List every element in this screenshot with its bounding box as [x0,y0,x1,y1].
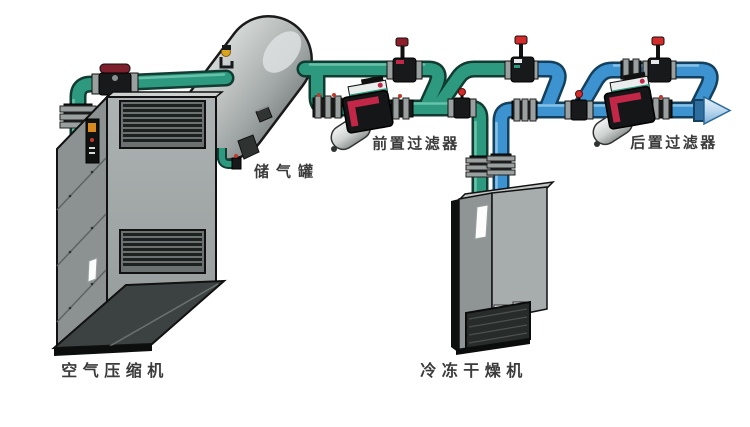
panel-rivets [68,170,94,310]
tank-fittings [217,45,273,170]
coupling-prefilter-right [390,94,414,120]
coupling-postfilter-right [650,95,673,120]
coupling-blue-rise [486,153,516,176]
tank-port-fitting [255,105,273,123]
dot-valve-blue [564,90,594,121]
louver-vent-bottom [119,229,206,274]
label-refrigerated-dryer: 冷冻干燥机 [420,363,528,380]
stem-valve-blue [642,36,677,83]
post-filter-body [603,71,656,130]
post-filter [592,71,656,147]
stem-valve-transition [504,35,539,83]
compressor-door-slot [87,257,98,283]
tank-front-leg [237,134,260,160]
tank-highlight [262,31,302,73]
label-post-filter: 后置过滤器 [630,135,718,152]
dryer-left-edge [451,199,459,353]
stem-valve-green [386,37,423,83]
lever-valve [91,63,139,96]
pre-filter-body [341,75,394,134]
compressor-control-panel [85,118,100,164]
post-filter-drain [594,141,600,147]
arrow-collar [693,99,705,122]
pre-filter [330,75,394,152]
blue-piping [492,60,719,204]
pre-filter-drain [331,146,337,152]
panel-seams [56,157,107,323]
refrigerated-dryer [451,180,556,355]
dryer-vent-panel [465,300,531,352]
dryer-right-face [491,186,548,321]
valves [91,35,677,121]
coupling-blue-lower [511,98,538,122]
safety-valve [219,45,234,69]
louver-vent-top [119,100,206,149]
flow-arrow [693,95,732,126]
label-air-compressor: 空气压缩机 [61,363,169,380]
air-compressor [51,91,227,356]
coupling-prefilter-left [312,93,343,119]
dryer-base-strip [456,338,530,355]
label-pre-filter: 前置过滤器 [372,136,460,153]
dot-valve-green [447,88,477,119]
arrow-head [703,95,732,126]
label-storage-tank: 储气罐 [253,164,321,181]
pipe-couplings [59,58,673,178]
tank-drain-valve [217,148,242,170]
compressor-base [51,279,227,356]
dryer-door-slot [474,204,489,240]
